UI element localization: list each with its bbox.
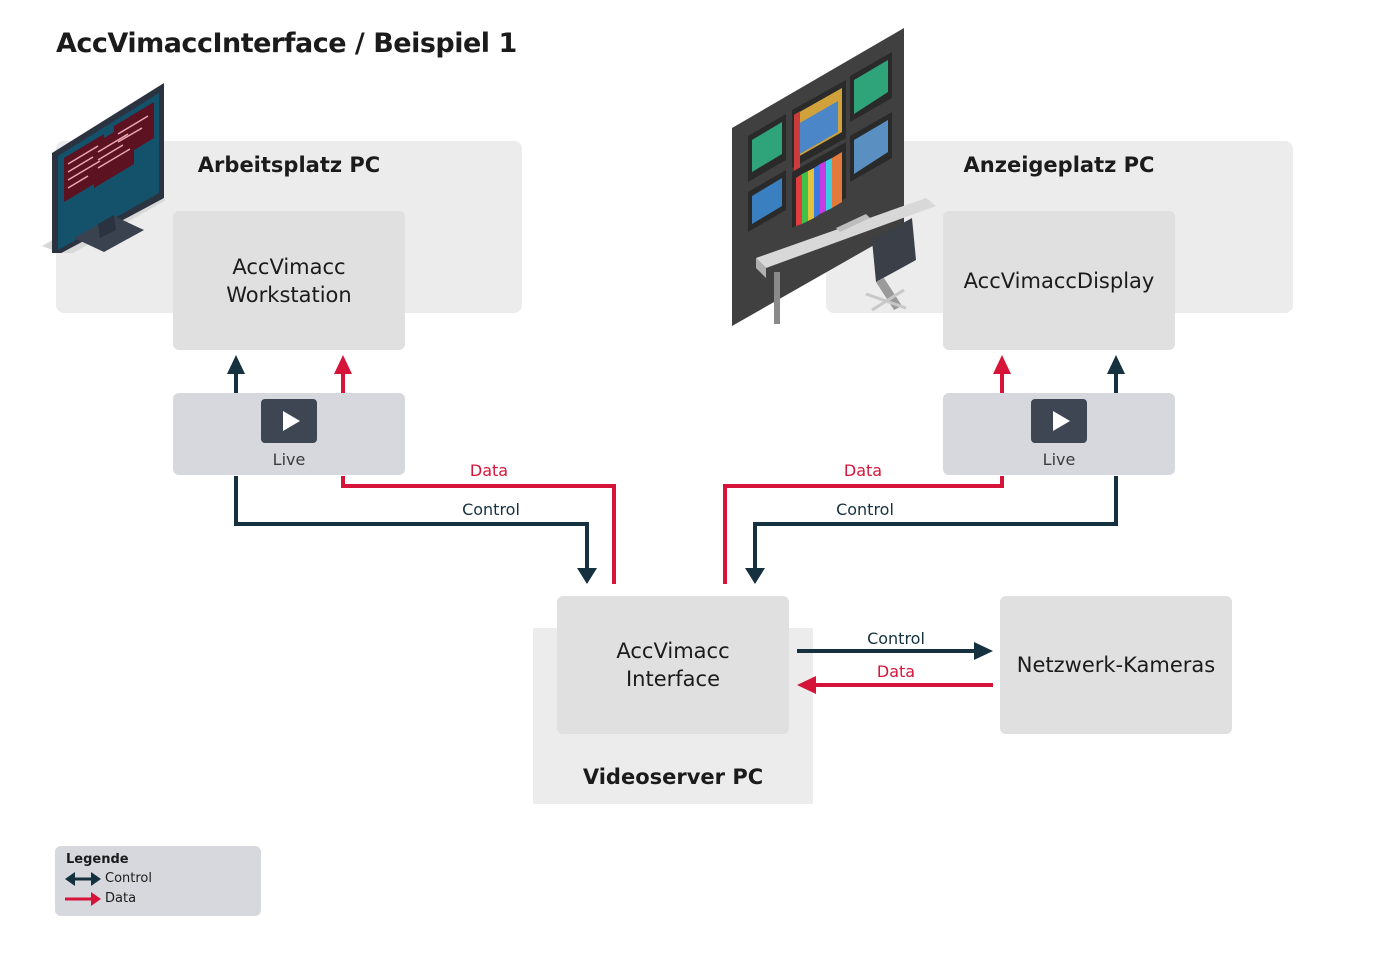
monitor-icon [42,83,166,253]
right-control-up-arrowhead [1107,355,1125,374]
cameras-box: Netzwerk-Kameras [1000,596,1232,734]
legend-control-arrow-icon [65,872,101,886]
workstation-pc-label: Arbeitsplatz PC [197,153,381,177]
left-data-label: Data [469,461,509,480]
play-icon [1031,399,1087,443]
left-control-arrowhead [577,568,597,584]
videoserver-pc-label: Videoserver PC [582,765,764,789]
legend: Legende Control Data [55,846,261,916]
workstation-module-box: AccVimacc Workstation [173,211,405,350]
interface-module-box: AccVimacc Interface [557,596,789,734]
display-live-label: Live [1042,450,1076,469]
play-icon [261,399,317,443]
camera-control-arrowhead [974,642,993,660]
legend-control-label: Control [105,871,152,886]
legend-data-label: Data [105,891,137,906]
left-data-line [341,476,616,584]
right-control-line [753,476,1118,570]
legend-data-arrow-icon [65,892,101,906]
left-control-line [234,476,589,570]
right-control-label: Control [836,500,894,519]
right-data-up-arrowhead [993,355,1011,374]
right-data-line [723,476,1004,584]
diagram-title: AccVimaccInterface / Beispiel 1 [56,28,517,59]
left-control-up-arrowhead [227,355,245,374]
workstation-live-label: Live [272,450,306,469]
camera-data-arrowhead [797,676,816,694]
display-module-box: AccVimaccDisplay [943,211,1175,350]
camera-control-label: Control [867,629,925,648]
left-data-up-arrowhead [334,355,352,374]
left-control-label: Control [462,500,520,519]
display-pc-label: Anzeigeplatz PC [963,153,1155,177]
right-control-arrowhead [745,568,765,584]
right-data-label: Data [843,461,883,480]
camera-data-label: Data [876,662,916,681]
control-room-icon [732,28,936,326]
legend-title: Legende [66,852,129,867]
